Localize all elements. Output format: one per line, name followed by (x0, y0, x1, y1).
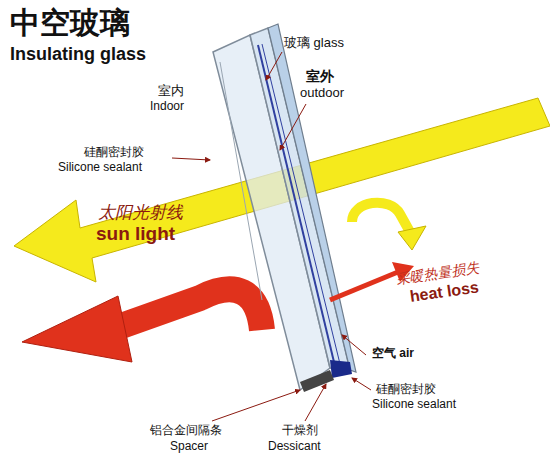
part-label: 铝合金间隔条 (150, 424, 222, 438)
part-label: 玻璃 glass (284, 36, 344, 51)
side-label: 室内 (158, 84, 184, 99)
glass-cavity (250, 28, 350, 370)
reflected-light-arrow (352, 203, 410, 232)
side-label: outdoor (300, 86, 344, 101)
spacer-bar (330, 360, 352, 378)
light-label: sun light (96, 223, 175, 245)
part-label: 干燥剂 (282, 424, 318, 438)
side-label: 室外 (306, 68, 334, 84)
part-label: 空气 air (372, 347, 414, 361)
glass-reflection-line (220, 62, 262, 300)
part-label: 硅酮密封胶 (84, 146, 144, 160)
leader-line (342, 335, 366, 355)
leader-line (266, 52, 282, 80)
part-label: Silicone sealant (372, 398, 456, 412)
part-label: Dessicant (268, 440, 321, 454)
leader-line (212, 390, 300, 421)
part-label: Silicone sealant (58, 161, 142, 175)
subtitle: Insulating glass (10, 44, 146, 65)
heat-arrow-head (22, 296, 132, 362)
leader-line (305, 384, 326, 421)
heat-loss-arrow (330, 272, 398, 300)
part-label: Spacer (170, 440, 208, 454)
diagram-title: 中空玻璃 (10, 6, 130, 41)
leader-line (280, 104, 306, 150)
side-label: Indoor (150, 100, 184, 114)
outdoor-glass-pane (268, 24, 356, 372)
part-label: 硅酮密封胶 (376, 383, 436, 397)
leader-line (172, 158, 210, 160)
light-label: 太阳光射线 (98, 203, 183, 223)
reflected-light-head (398, 226, 426, 250)
heat-arrow-band (110, 289, 262, 330)
sealant-strip (300, 370, 334, 392)
leader-line (352, 378, 371, 390)
